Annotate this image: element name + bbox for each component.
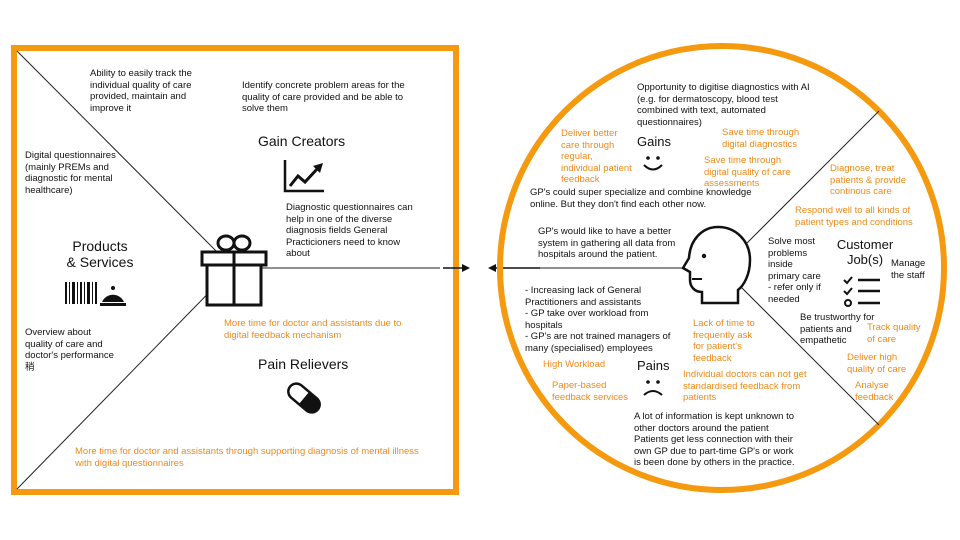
manage-staff-note: Manage the staff [891,258,926,281]
diagnose-treat-note: Diagnose, treat patients & provide conti… [830,163,907,198]
chart-trend-up-icon [283,160,324,193]
smile-icon [643,156,663,171]
save-time-diagnostics-note: Save time through digital diagnostics [722,127,800,150]
person-head-icon [681,225,752,305]
deliver-high-quality-note: Deliver high quality of care [847,352,907,375]
pains-title: Pains [637,358,670,373]
pill-icon [287,382,321,414]
solve-problems-note: Solve most problems inside primary care … [768,236,821,305]
respond-well-note: Respond well to all kinds of patient typ… [795,205,913,228]
standardised-feedback-note: Individual doctors can not get standardi… [683,369,807,404]
pain-relievers-title: Pain Relievers [258,356,349,372]
identify-problems-note: Identify concrete problem areas for the … [242,80,405,115]
gain-creators-text: Diagnostic questionnaires can help in on… [286,202,413,260]
divider-line [16,50,234,269]
workforce-issues-list: - Increasing lack of General Practitione… [525,285,671,354]
customer-jobs-title: Customer Job(s) [836,237,894,267]
information-unknown-note: A lot of information is kept unknown to … [634,411,795,469]
customer-profile-circle [497,43,947,493]
divider-line [16,267,234,490]
arrow-head-right-icon [462,264,470,272]
digital-questionnaires-note: Digital questionnaires (mainly PREMs and… [25,150,116,196]
products-services-title: Products & Services [66,238,134,270]
save-time-assessments-note: Save time through digital quality of car… [704,155,791,190]
divider-line [721,267,880,426]
gain-creators-title: Gain Creators [258,133,346,149]
gift-icon [200,234,268,307]
deliver-better-care-note: Deliver better care through regular, ind… [561,128,632,186]
checklist-icon [843,276,880,307]
analyse-feedback-note: Analyse feedback [855,380,894,403]
mental-illness-note: More time for doctor and assistants thro… [75,446,419,469]
divider-line [721,110,880,269]
arrow-head-left-icon [488,264,496,272]
lack-of-time-note: Lack of time to frequently ask for patie… [693,318,755,364]
frown-icon [643,380,663,396]
value-map-frame [11,45,459,495]
barcode-service-bell-icon [65,282,126,306]
gains-title: Gains [637,134,671,149]
feedback-mechanism-note: More time for doctor and assistants due … [224,318,402,341]
paper-based-note: Paper-based feedback services [552,380,629,403]
super-specialize-note: GP's could super specialize and combine … [530,187,752,210]
better-system-note: GP's would like to have a better system … [538,226,676,261]
track-quality-care-note: Track quality of care [867,322,921,345]
ai-diagnostics-note: Opportunity to digitise diagnostics with… [637,82,810,128]
overview-quality-note: Overview about quality of care and docto… [25,327,114,373]
high-workload-note: High Workload [543,359,606,370]
track-quality-note: Ability to easily track the individual q… [90,68,192,114]
trustworthy-note: Be trustworthy for patients and empathet… [800,312,875,347]
